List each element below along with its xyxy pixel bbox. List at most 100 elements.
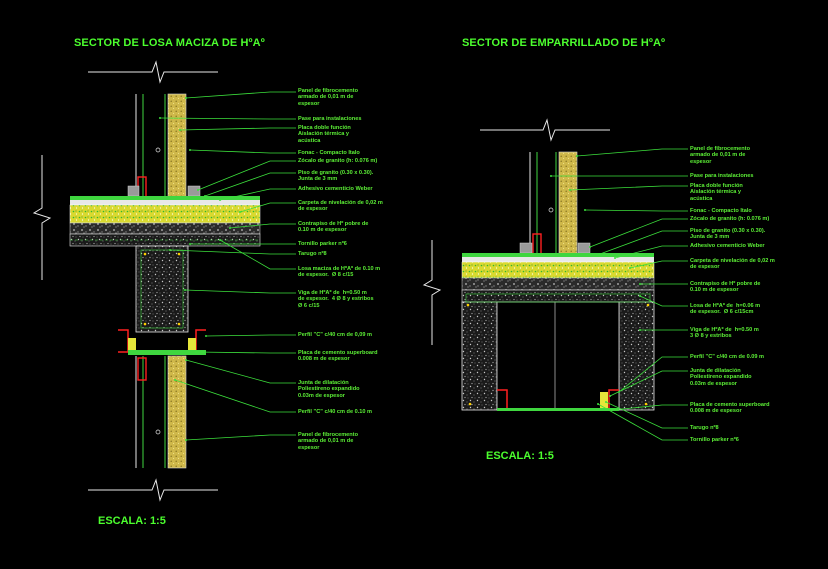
leader-line [174,379,296,413]
left-label-fonac: Fonac - Compacto Italo [298,150,360,156]
right-label-plug: Tarugo nº8 [690,425,719,431]
leader-line [611,404,688,411]
leader-line [189,149,296,154]
leader-line [195,351,296,354]
leader-dot [219,239,221,241]
leader-line [219,188,296,201]
right-leader-lines [550,148,688,441]
left-label-pass: Pase para instalaciones [298,116,362,122]
leader-dot [639,283,641,285]
left-label-screw: Tornillo parker nº6 [298,241,347,247]
leader-line [584,209,688,212]
right-label-screw: Tornillo parker nº6 [690,437,739,443]
left-label-slab: Losa maciza de HºAº de 0.10 m de espesor… [298,266,381,279]
right-section-detail [422,118,688,441]
leader-line [597,403,688,441]
leader-dot [589,246,591,248]
right-label-fonac: Fonac - Compacto Italo [690,208,752,214]
leader-dot [159,117,161,119]
leader-dot [205,335,207,337]
leader-dot [576,155,578,157]
leader-dot [189,149,191,151]
leader-line [614,245,688,259]
leader-dot [204,195,206,197]
leader-line [185,434,296,441]
leader-dot [169,249,171,251]
leader-dot [614,257,616,259]
right-label-superboard: Placa de cemento superboard 0.008 m de e… [690,402,770,415]
leader-line [239,202,296,213]
left-label-joint: Junta de dilatación Poliestireno expandi… [298,380,360,399]
left-label-leveling: Carpeta de nivelación de 0,02 m de espes… [298,200,383,213]
leader-dot [639,295,641,297]
leader-line [204,172,296,197]
right-label-subfloor: Contrapiso de Hº pobre de 0.10 m de espe… [690,281,761,294]
leader-dot [185,359,187,361]
left-label-c-profile-2: Perfil "C" c/40 cm de 0.10 m [298,409,373,415]
leader-dot [550,175,552,177]
right-label-beam: Viga de HºAº de h=0.50 m 3 Ø 8 y estribo… [690,327,759,340]
left-label-adhesive: Adhesivo cementicio Weber [298,186,373,192]
leader-line [159,117,296,120]
leader-dot [597,403,599,405]
leader-dot [185,439,187,441]
leader-dot [185,97,187,99]
leader-dot [179,129,181,131]
right-label-floor-tile: Piso de granito (0.30 x 0.30). Junta de … [690,228,766,241]
left-label-floor-tile: Piso de granito (0.30 x 0.30). Junta de … [298,170,374,183]
leader-line [185,91,296,99]
leader-line [219,239,296,270]
left-label-beam: Viga de HºAº de h=0.50 m de espesor. 4 Ø… [298,290,374,309]
right-label-slab: Losa de HºAº de h=0.06 m de espesor. Ø 6… [690,303,761,316]
leader-dot [189,243,191,245]
left-label-subfloor: Contrapiso de Hº pobre de 0.10 m de espe… [298,221,369,234]
right-label-adhesive: Adhesivo cementicio Weber [690,243,765,249]
leader-line [609,370,688,397]
leader-line [179,127,296,131]
right-label-leveling: Carpeta de nivelación de 0,02 m de espes… [690,258,775,271]
left-label-skirting: Zócalo de granito (h: 0.076 m) [298,158,378,164]
leader-dot [569,189,571,191]
leader-dot [197,189,199,191]
left-scale-label: ESCALA: 1:5 [98,515,166,527]
leader-dot [184,289,186,291]
left-leader-lines [159,91,296,441]
right-label-skirting: Zócalo de granito (h: 0.076 m) [690,216,770,222]
left-label-panel-top: Panel de fibrocemento armado de 0,01 m d… [298,88,358,107]
leader-dot [629,267,631,269]
leader-dot [219,199,221,201]
left-label-plug: Tarugo nº8 [298,251,327,257]
leader-line [197,160,296,191]
leader-dot [599,253,601,255]
leader-line [184,289,296,294]
leader-dot [239,211,241,213]
right-label-c-profile: Perfil "C" c/40 cm de 0.09 m [690,354,765,360]
left-label-superboard: Placa de cemento superboard 0.008 m de e… [298,350,378,363]
leader-line [589,218,688,248]
leader-line [229,223,296,229]
leader-dot [174,379,176,381]
left-label-panel-bottom: Panel de fibrocemento armado de 0,01 m d… [298,432,358,451]
right-title: SECTOR DE EMPARRILLADO DE HºAº [462,37,666,49]
leader-line [576,148,688,157]
leader-line [569,185,688,191]
right-label-panel: Panel de fibrocemento armado de 0,01 m d… [690,146,750,165]
leader-line [185,359,296,384]
leader-line [205,334,296,337]
leader-dot [584,209,586,211]
right-label-joint: Junta de dilatación Poliestireno expandi… [690,368,752,387]
left-title: SECTOR DE LOSA MACIZA DE HºAº [74,37,265,49]
leader-dot [611,409,613,411]
left-label-insulation: Placa doble función Aislación térmica y … [298,125,351,144]
leader-dot [229,227,231,229]
leader-line [618,356,688,393]
right-label-pass: Pase para instalaciones [690,173,754,179]
left-label-c-profile-1: Perfil "C" c/40 cm de 0,09 m [298,332,373,338]
leader-line [605,401,688,429]
leader-line [629,260,688,269]
leader-dot [639,329,641,331]
right-scale-label: ESCALA: 1:5 [486,450,554,462]
leader-line [169,249,296,255]
